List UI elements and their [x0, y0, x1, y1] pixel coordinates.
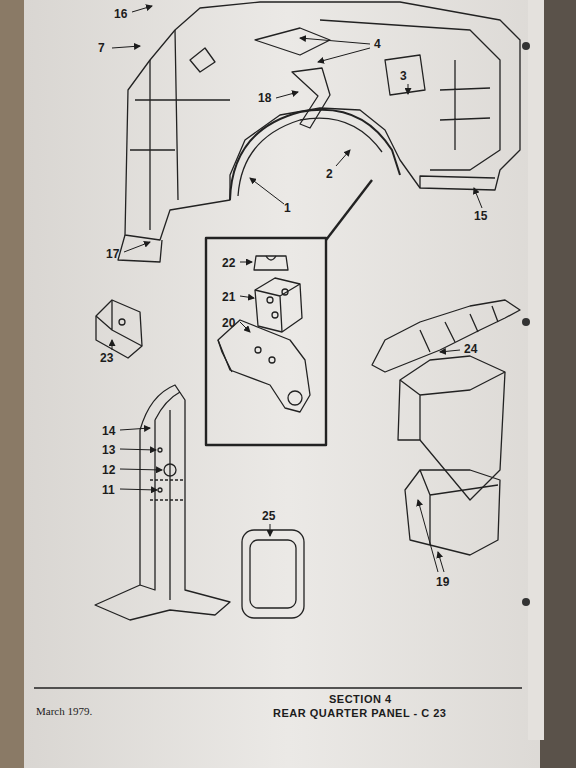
callout-number: 19	[436, 576, 449, 588]
callout-number: 23	[100, 352, 113, 364]
callout-number: 15	[474, 210, 487, 222]
callout-number: 12	[102, 464, 115, 476]
callout-number: 7	[98, 42, 105, 54]
footer-text: REAR QUARTER PANEL - C 23	[273, 708, 446, 719]
callout-number: 4	[374, 38, 381, 50]
callout-number: 16	[114, 8, 127, 20]
callout-number: 17	[106, 248, 119, 260]
callout-number: 14	[102, 425, 115, 437]
callout-number: 1	[284, 202, 291, 214]
footer-text: SECTION 4	[329, 694, 392, 705]
callout-number: 13	[102, 444, 115, 456]
callout-number: 25	[262, 510, 275, 522]
date-text: March 1979.	[36, 706, 92, 717]
callout-number: 11	[102, 484, 115, 496]
callout-number: 18	[258, 92, 271, 104]
callout-number: 20	[222, 317, 235, 329]
callout-number: 22	[222, 257, 235, 269]
callout-number: 3	[400, 70, 407, 82]
callout-number: 2	[326, 168, 333, 180]
callout-number: 21	[222, 291, 235, 303]
callout-number: 24	[464, 343, 477, 355]
